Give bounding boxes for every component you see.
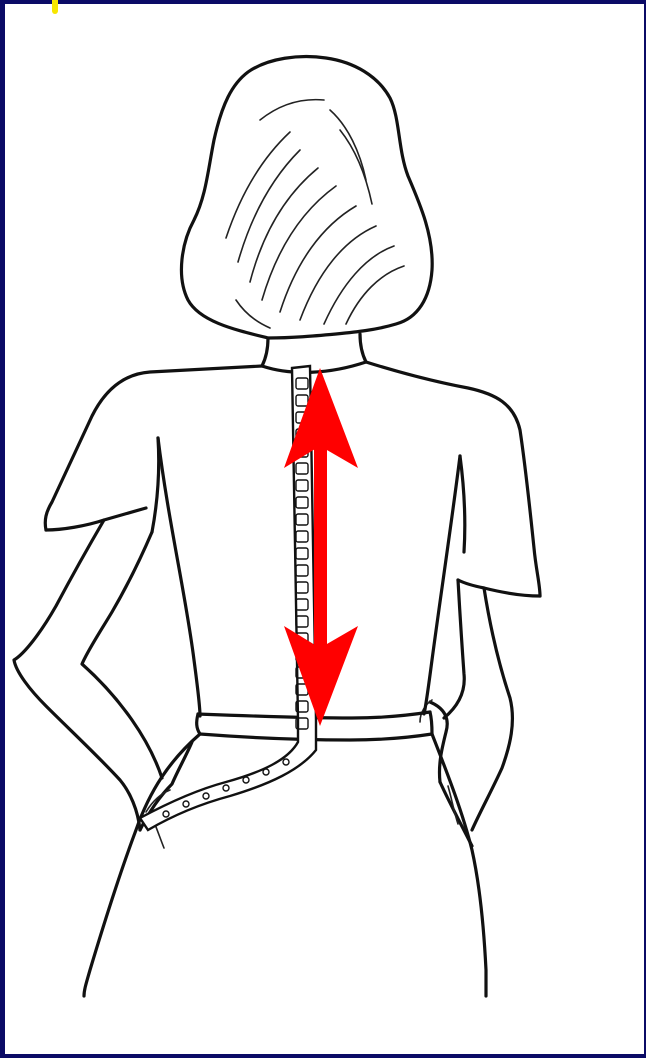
neck — [262, 334, 366, 372]
hair — [181, 57, 432, 338]
measuring-tape — [140, 366, 316, 830]
